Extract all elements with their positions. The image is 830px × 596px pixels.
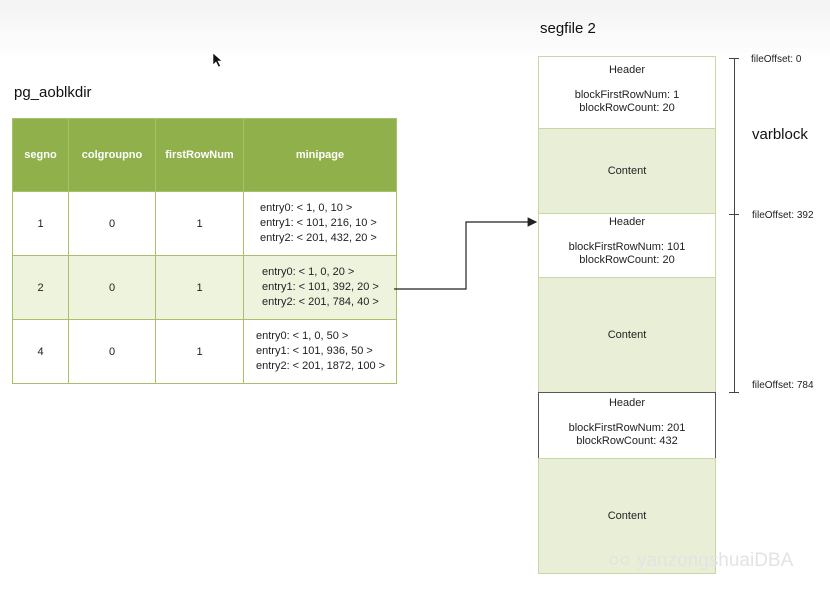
minipage-entry: entry2: < 201, 432, 20 >	[260, 232, 377, 244]
cell-segno: 4	[12, 319, 69, 384]
varblock-bracket-line	[734, 58, 735, 392]
minipage-entry: entry1: < 101, 216, 10 >	[260, 217, 377, 229]
col-header-firstrownum: firstRowNum	[155, 118, 244, 192]
col-header-colgroupno: colgroupno	[68, 118, 156, 192]
file-offset-0: fileOffset: 0	[751, 54, 802, 65]
table-row: 4 0 1 entry0: < 1, 0, 50 > entry1: < 101…	[12, 319, 397, 384]
cell-colgroupno: 0	[68, 255, 156, 320]
block-first-row-num: blockFirstRowNum: 201	[568, 422, 686, 434]
block-content: Content	[538, 128, 716, 214]
minipage-entry: entry0: < 1, 0, 20 >	[262, 266, 355, 278]
block-first-row-num: blockFirstRowNum: 1	[574, 89, 680, 101]
minipage-entry: entry2: < 201, 784, 40 >	[262, 296, 379, 308]
minipage-entry: entry1: < 101, 392, 20 >	[262, 281, 379, 293]
block-header: Header blockFirstRowNum: 1 blockRowCount…	[538, 56, 716, 129]
cell-firstrownum: 1	[155, 255, 244, 320]
block-first-row-num: blockFirstRowNum: 101	[568, 241, 686, 253]
wechat-icon: ○○	[608, 550, 631, 571]
watermark-text: yanzongshuaiDBA	[636, 550, 794, 571]
header-label: Header	[608, 64, 646, 76]
col-header-minipage: minipage	[243, 118, 397, 192]
watermark: ○○yanzongshuaiDBA	[608, 550, 793, 572]
block-content: Content	[538, 277, 716, 393]
cell-minipage: entry0: < 1, 0, 50 > entry1: < 101, 936,…	[243, 319, 397, 384]
varblock-label: varblock	[752, 126, 808, 143]
file-offset-784: fileOffset: 784	[752, 380, 814, 391]
table-row: 1 0 1 entry0: < 1, 0, 10 > entry1: < 101…	[12, 191, 397, 256]
minipage-entry: entry0: < 1, 0, 50 >	[256, 330, 349, 342]
block-row-count: blockRowCount: 20	[579, 102, 675, 114]
cell-minipage: entry0: < 1, 0, 10 > entry1: < 101, 216,…	[243, 191, 397, 256]
block-header: Header blockFirstRowNum: 101 blockRowCou…	[538, 213, 716, 278]
file-offset-392: fileOffset: 392	[752, 210, 814, 221]
minipage-entry: entry0: < 1, 0, 10 >	[260, 202, 353, 214]
cell-segno: 2	[12, 255, 69, 320]
header-label: Header	[608, 397, 646, 409]
offset-tick	[729, 392, 739, 393]
aoblkdir-table: segno colgroupno firstRowNum minipage 1 …	[12, 118, 397, 384]
minipage-entry: entry2: < 201, 1872, 100 >	[256, 360, 386, 372]
mouse-cursor-icon	[212, 52, 223, 68]
offset-tick	[729, 214, 739, 215]
offset-tick	[729, 58, 739, 59]
minipage-entry: entry1: < 101, 936, 50 >	[256, 345, 373, 357]
cell-firstrownum: 1	[155, 319, 244, 384]
table-title: pg_aoblkdir	[14, 84, 92, 101]
block-row-count: blockRowCount: 20	[579, 254, 675, 266]
block-content: Content	[538, 458, 716, 574]
segfile-title: segfile 2	[540, 20, 596, 37]
block-row-count: blockRowCount: 432	[576, 435, 678, 447]
header-label: Header	[608, 216, 646, 228]
table-header-row: segno colgroupno firstRowNum minipage	[12, 118, 397, 192]
table-row: 2 0 1 entry0: < 1, 0, 20 > entry1: < 101…	[12, 255, 397, 320]
col-header-segno: segno	[12, 118, 69, 192]
cell-minipage: entry0: < 1, 0, 20 > entry1: < 101, 392,…	[243, 255, 397, 320]
block-header: Header blockFirstRowNum: 201 blockRowCou…	[538, 392, 716, 459]
